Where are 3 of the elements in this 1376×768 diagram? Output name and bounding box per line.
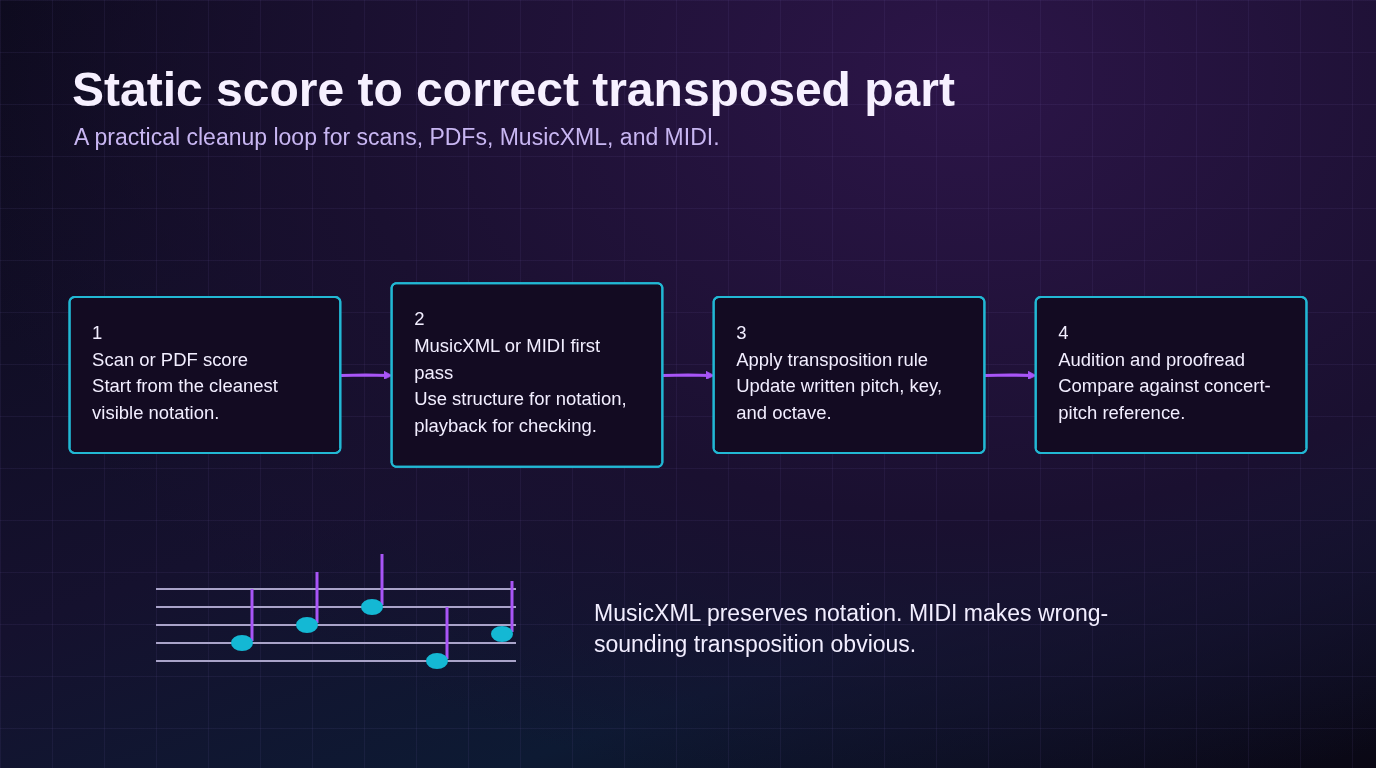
- diagram-subtitle: A practical cleanup loop for scans, PDFs, MusicXML, and MIDI.: [74, 123, 720, 152]
- diagram-title: Static score to correct transposed part: [72, 62, 955, 118]
- note-text: MusicXML preserves notation. MIDI makes wrong-sounding transposition obvious.: [594, 599, 1110, 659]
